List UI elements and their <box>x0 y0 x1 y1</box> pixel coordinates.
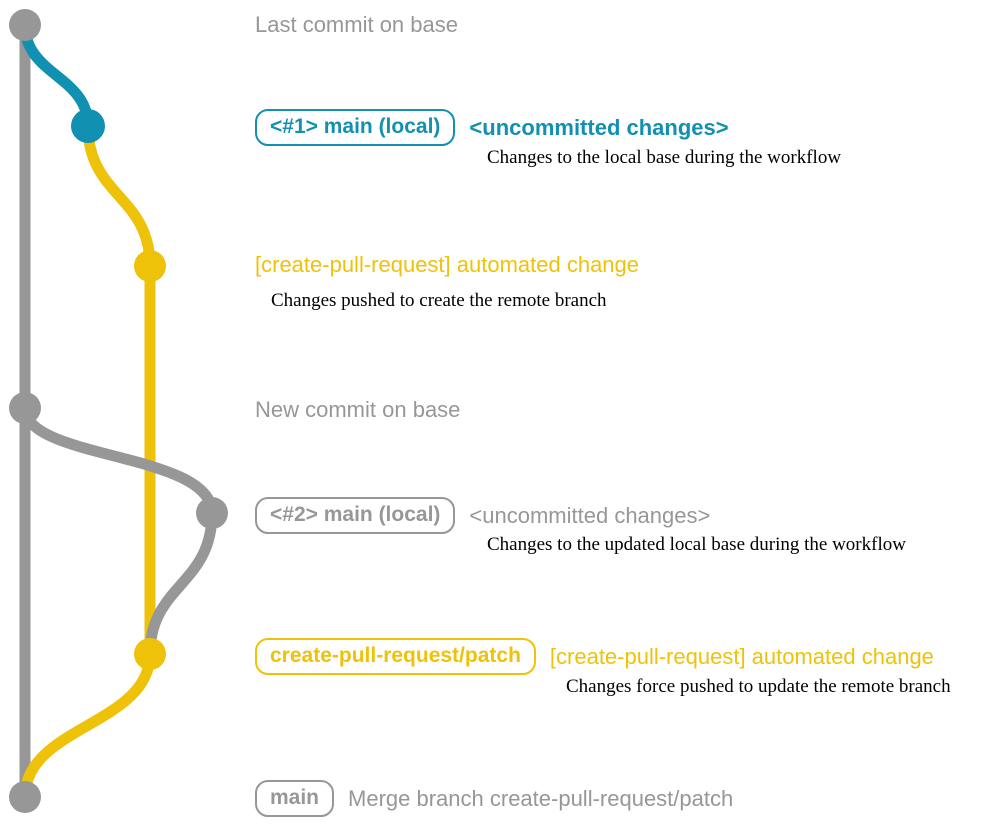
commit-subject: [create-pull-request] automated change <box>255 252 640 277</box>
commit-node-base-new[interactable] <box>9 392 41 424</box>
branch-ref-pill-create-pull-request-patch[interactable]: create-pull-request/patch <box>255 638 536 676</box>
commit-row-commit-2-automated: create-pull-request/patch [create-pull-r… <box>255 638 934 676</box>
branch-line-patch-1 <box>82 120 156 272</box>
commit-row-commit-1-automated: [create-pull-request] automated change <box>255 252 639 277</box>
branch-ref-pill-main-local-1[interactable]: <#1> main (local) <box>255 109 456 147</box>
branch-line-local-2-in <box>19 402 218 519</box>
branch-ref-pill-main[interactable]: main <box>255 780 335 818</box>
commit-subject: Last commit on base <box>255 12 458 37</box>
branch-line-local-2-out <box>144 507 218 660</box>
commit-node-base-merge[interactable] <box>9 781 41 813</box>
commit-node-base-top[interactable] <box>9 9 41 41</box>
commit-row-commit-1-local: <#1> main (local) <uncommitted changes> <box>255 109 729 147</box>
commit-node-local-1[interactable] <box>71 109 105 143</box>
commit-node-local-2[interactable] <box>196 497 228 529</box>
commit-subject: New commit on base <box>255 397 461 422</box>
commit-caption: Changes force pushed to update the remot… <box>566 676 951 697</box>
commit-caption: Changes to the updated local base during… <box>487 534 906 555</box>
commit-subject: <uncommitted changes> <box>469 502 711 528</box>
commit-row-new-commit-on-base: New commit on base <box>255 397 460 422</box>
commit-row-merge-commit: main Merge branch create-pull-request/pa… <box>255 780 734 818</box>
commit-row-commit-2-local: <#2> main (local) <uncommitted changes> <box>255 497 711 535</box>
commit-subject: <uncommitted changes> <box>469 114 729 140</box>
branch-line-merge <box>19 648 156 803</box>
commit-node-patch-1[interactable] <box>134 250 166 282</box>
commit-row-last-commit-on-base: Last commit on base <box>255 12 458 37</box>
branch-ref-pill-main-local-2[interactable]: <#2> main (local) <box>255 497 456 535</box>
commit-caption: Changes to the local base during the wor… <box>487 147 842 168</box>
commit-subject: [create-pull-request] automated change <box>549 643 934 669</box>
branch-line-local-1 <box>19 19 94 132</box>
commit-caption: Changes pushed to create the remote bran… <box>271 290 607 311</box>
commit-subject: Merge branch create-pull-request/patch <box>348 785 734 811</box>
commit-node-patch-2[interactable] <box>134 638 166 670</box>
